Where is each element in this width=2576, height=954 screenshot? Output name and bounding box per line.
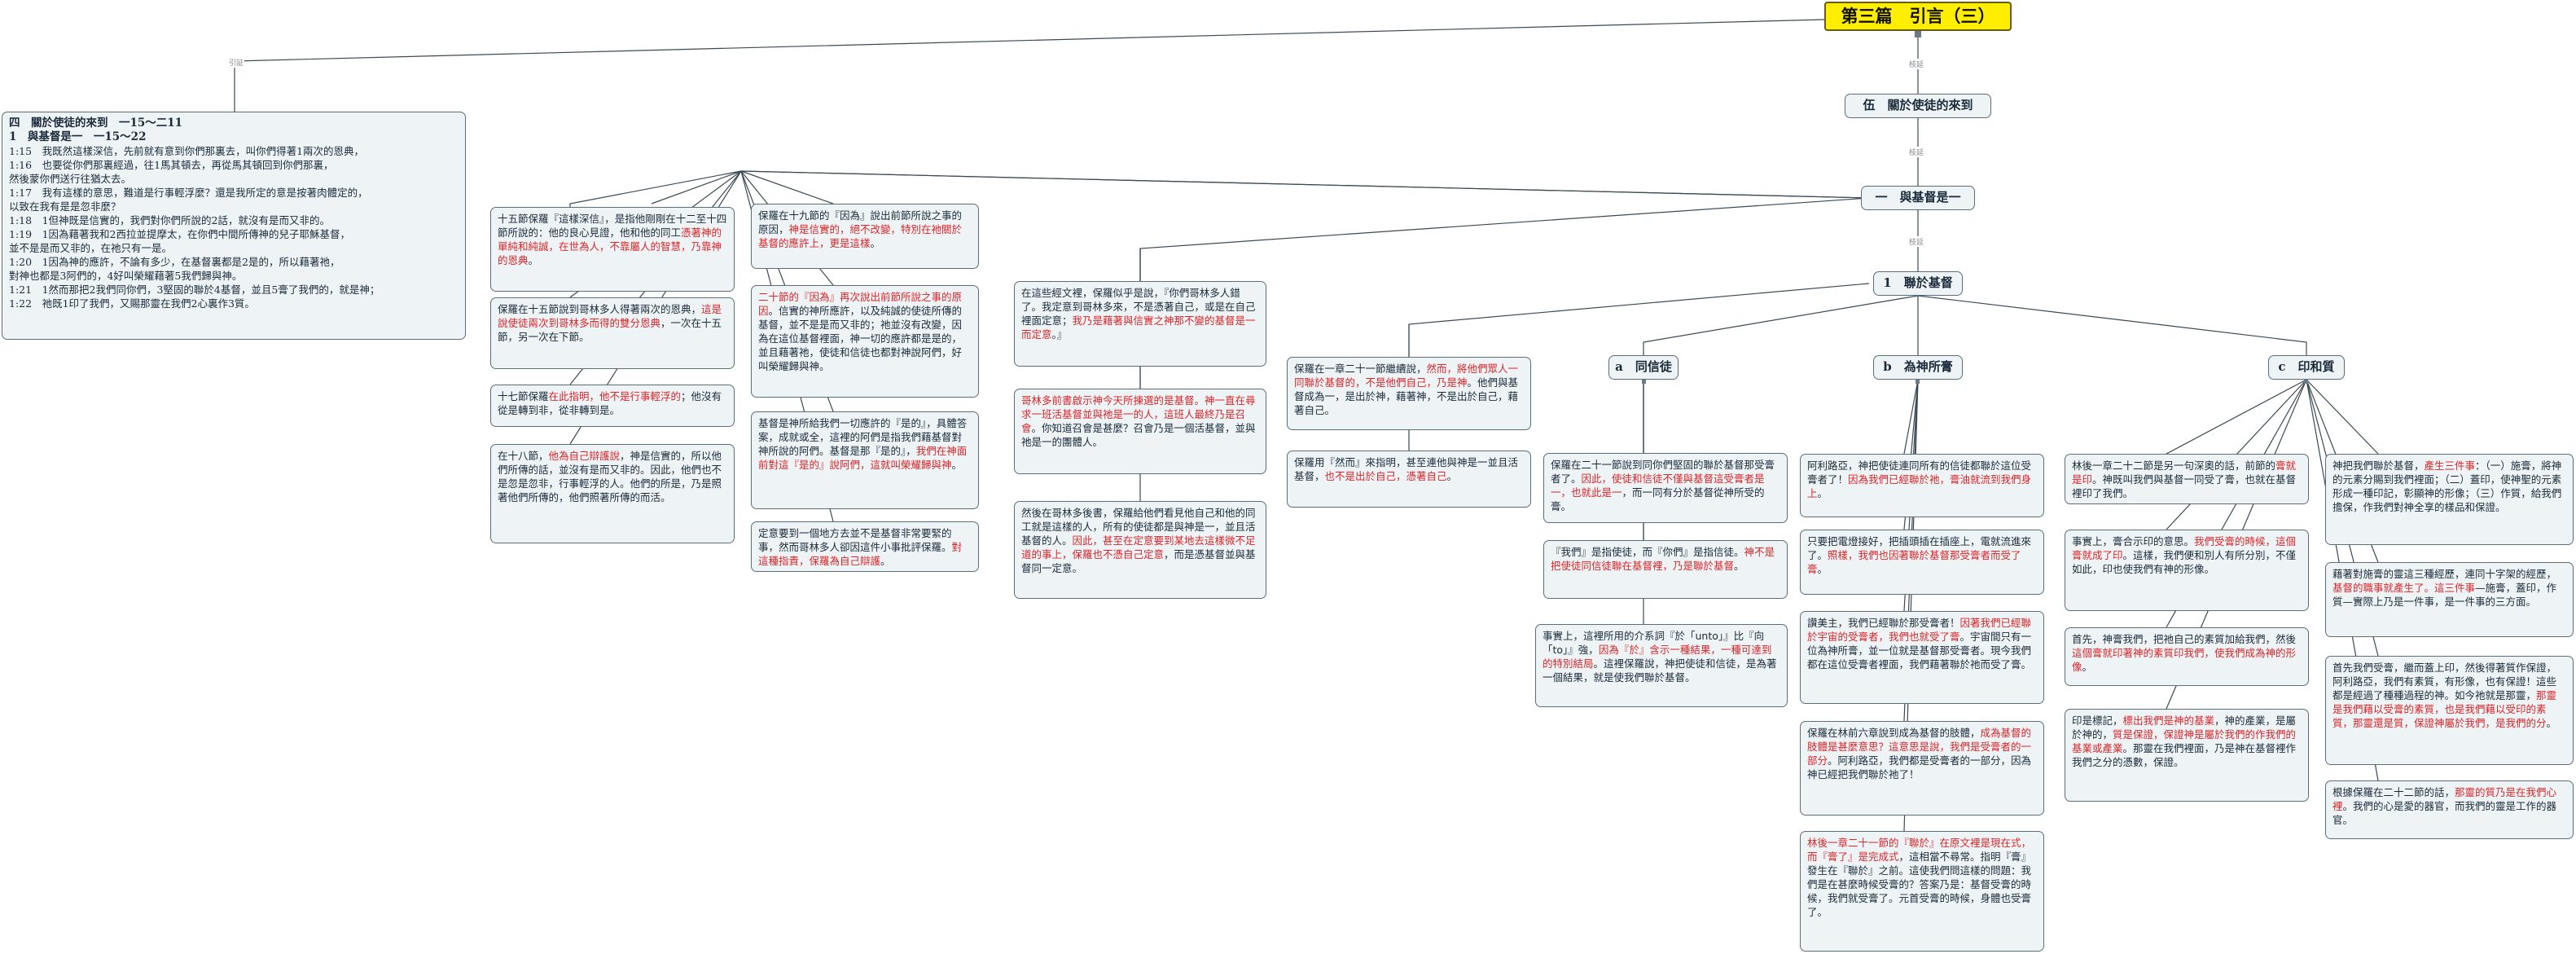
link-union-faith	[1643, 295, 1919, 355]
note-d1[interactable]: 保羅在十九節的『因為』說出前節所說之事的原因，神是信實的，絕不改變，特別在祂關於…	[751, 204, 979, 269]
link-c-group	[569, 170, 742, 207]
note-c3[interactable]: 十七節保羅在此指明，他不是行事輕浮的；他沒有從是轉到非，從非轉到是。	[490, 385, 735, 427]
note-g2[interactable]: 『我們』是指使徒，而『你們』是指信徒。神不是把使徒同信徒聯在基督裡，乃是聯於基督…	[1543, 540, 1788, 599]
note-j2[interactable]: 藉著對施膏的靈這三種經歷，連同十字架的經歷，基督的職事就產生了。這三件事—施膏，…	[2325, 562, 2574, 637]
verse-line: 對神也都是3阿們的，4好叫榮耀藉著5我們歸與神。	[9, 270, 243, 282]
link-seal-j1	[2306, 379, 2379, 455]
note-e1[interactable]: 在這些經文裡，保羅似乎是說，『你們哥林多人錯了。我定意到哥林多來，不是憑著自己，…	[1014, 281, 1266, 367]
verse-line: 1:17 我有這樣的意思，難道是行事輕浮麼？還是我所定的意是按著肉體定的，	[9, 187, 368, 199]
link-one-d1	[740, 170, 1870, 204]
intro-heading-2: 1 與基督是一 一15～22	[9, 130, 147, 143]
verse-line: 1:18 1但神既是信實的，我們對你們所說的2話，就沒有是而又非的。	[9, 214, 330, 226]
edge-label-ref: 引証	[228, 57, 245, 68]
note-f1[interactable]: 保羅在一章二十一節繼續說，然而，將他們眾人一同聯於基督的，不是他們自己，乃是神。…	[1287, 357, 1531, 430]
verse-line: 1:19 1因為藉著我和2西拉並提摩太，在你們中間所傳神的兒子耶穌基督，	[9, 228, 350, 240]
note-g1[interactable]: 保羅在二十一節說到同你們堅固的聯於基督那受膏者了。因此，使徒和信徒不僅與基督這受…	[1543, 453, 1788, 523]
verse-line: 1:22 祂既1印了我們，又賜那靈在我們2心裏作3質。	[9, 297, 255, 310]
verse-line: 並不是是而又非的，在祂只有一是。	[9, 242, 173, 254]
link-one-c1	[651, 170, 1870, 204]
link-union-seal	[1917, 295, 2307, 355]
note-h3[interactable]: 讚美主，我們已經聯於那受膏者！因著我們已經聯於宇宙的受膏者，我們也就受了膏。宇宙…	[1800, 611, 2044, 704]
topic-one[interactable]: 一 與基督是一	[1861, 186, 1975, 210]
edge-label-expand: 枝延	[1908, 147, 1925, 157]
intro-scripture-node[interactable]: 四 關於使徒的來到 一15～二11 1 與基督是一 一15～22 1:15 我既…	[2, 112, 466, 340]
verse-line: 以致在我有是是忽非麼？	[9, 200, 121, 213]
note-c2[interactable]: 保羅在十五節說到哥林多人得著兩次的恩典，這是說使徒兩次到哥林多而得的雙分恩典，一…	[490, 297, 735, 369]
verse-line: 1:16 也要從你們那裏經過，往1馬其頓去，再從馬其頓回到你們那裏，	[9, 159, 334, 171]
note-e3[interactable]: 然後在哥林多後書，保羅給他們看見他自己和他的同工就是這樣的人，所有的使徒都是與神…	[1014, 501, 1266, 599]
topic-anoint[interactable]: b 為神所膏	[1873, 355, 1963, 380]
note-e2[interactable]: 哥林多前書啟示神今天所揀選的是基督。神一直在尋求一班活基督並與祂是一的人，這班人…	[1014, 389, 1266, 474]
note-h4[interactable]: 保羅在林前六章說到成為基督的肢體，成為基督的肢體是甚麼意思？這意思是說，我們是受…	[1800, 721, 2044, 816]
intro-heading-1: 四 關於使徒的來到 一15～二11	[9, 117, 183, 130]
note-h1[interactable]: 阿利路亞，神把使徒連同所有的信徒都聯於這位受膏者了！因為我們已經聯於祂，膏油就流…	[1800, 454, 2044, 517]
topic-faith[interactable]: a 同信徒	[1608, 355, 1679, 380]
edge-label-expand: 枝延	[1908, 59, 1925, 69]
topic-seal[interactable]: c 印和質	[2268, 355, 2345, 380]
edge-label-expand: 枝延	[1908, 236, 1925, 247]
note-d3[interactable]: 基督是神所給我們一切應許的『是的』，具體答案，成就或全，這裡的阿們是指我們藉基督…	[751, 411, 979, 509]
verse-line: 然後蒙你們送行往猶太去。	[9, 173, 132, 185]
note-j4[interactable]: 根據保羅在二十二節的話，那靈的質乃是在我們心裡。我們的心是愛的器官，而我們的靈是…	[2325, 780, 2574, 839]
note-j3[interactable]: 首先我們受膏，繼而蓋上印，然後得著質作保證，阿利路亞，我們有素質，有形像，也有保…	[2325, 656, 2574, 765]
verse-line: 1:15 我既然這樣深信，先前就有意到你們那裏去，叫你們得著1兩次的恩典，	[9, 145, 365, 157]
note-i2[interactable]: 事實上，膏合示印的意思。我們受膏的時候，這個膏就成了印。這樣，我們便和別人有所分…	[2065, 530, 2309, 611]
note-c1[interactable]: 十五節保羅『這樣深信』，是指他剛剛在十二至十四節所說的：他的良心見證，他和他的同…	[490, 207, 735, 292]
link-one-e1	[1139, 197, 1870, 281]
root-topic[interactable]: 第三篇 引言（三）	[1824, 2, 2012, 31]
note-i1[interactable]: 林後一章二十二節是另一句深奧的話，前節的膏就是印。神既叫我們與基督一同受了膏，也…	[2065, 454, 2309, 504]
note-i3[interactable]: 首先，神膏我們，把祂自己的素質加給我們，然後這個膏就印著神的素質印我們，使我們成…	[2065, 627, 2309, 686]
verse-line: 1:21 1然而那把2我們同你們，3堅固的聯於4基督，並且5膏了我們的，就是神；	[9, 284, 380, 296]
note-h5[interactable]: 林後一章二十一節的『聯於』在原文裡是現在式，而『膏了』是完成式，這相當不尋常。指…	[1800, 831, 2044, 952]
link-root-intro	[234, 19, 1825, 112]
note-d4[interactable]: 定意要到一個地方去並不是基督非常要緊的事，然而哥林多人卻因這件小事批評保羅。對這…	[751, 521, 979, 572]
link-union-f1	[1408, 283, 1870, 357]
verse-line: 1:20 1因為神的應許，不論有多少，在基督裏都是2是的，所以藉著祂，	[9, 256, 340, 268]
link-seal-i1	[2166, 379, 2307, 455]
note-f2[interactable]: 保羅用『然而』來指明，甚至連他與神是一並且活基督，也不是出於自己，憑著自己。	[1287, 451, 1531, 508]
note-g3[interactable]: 事實上，這裡所用的介系詞『於「unto」』比『向「to」』強，因為『於』含示一種…	[1535, 624, 1788, 707]
topic-union[interactable]: 1 聯於基督	[1873, 271, 1963, 296]
note-j1[interactable]: 神把我們聯於基督，產生三件事：（一）施膏，將神的元素分賜到我們裡面；（二）蓋印，…	[2325, 454, 2574, 545]
note-h2[interactable]: 只要把電燈接好，把插頭插在插座上，電就流進來了。照樣，我們也因著聯於基督那受膏者…	[1800, 530, 2044, 595]
link-anoint-h1	[1903, 379, 1919, 455]
topic-five[interactable]: 伍 關於使徒的來到	[1845, 94, 1991, 118]
note-c4[interactable]: 在十八節，他為自己辯護說，神是信實的，所以他們所傳的話，並沒有是而又非的。因此，…	[490, 444, 735, 543]
note-i4[interactable]: 印是標記，標出我們是神的基業，神的產業，是屬於神的，質是保證，保證神是屬於我們的…	[2065, 709, 2309, 802]
note-d2[interactable]: 二十節的『因為』再次說出前節所說之事的原因。信實的神所應許，以及純誠的使徒所傳的…	[751, 285, 979, 398]
